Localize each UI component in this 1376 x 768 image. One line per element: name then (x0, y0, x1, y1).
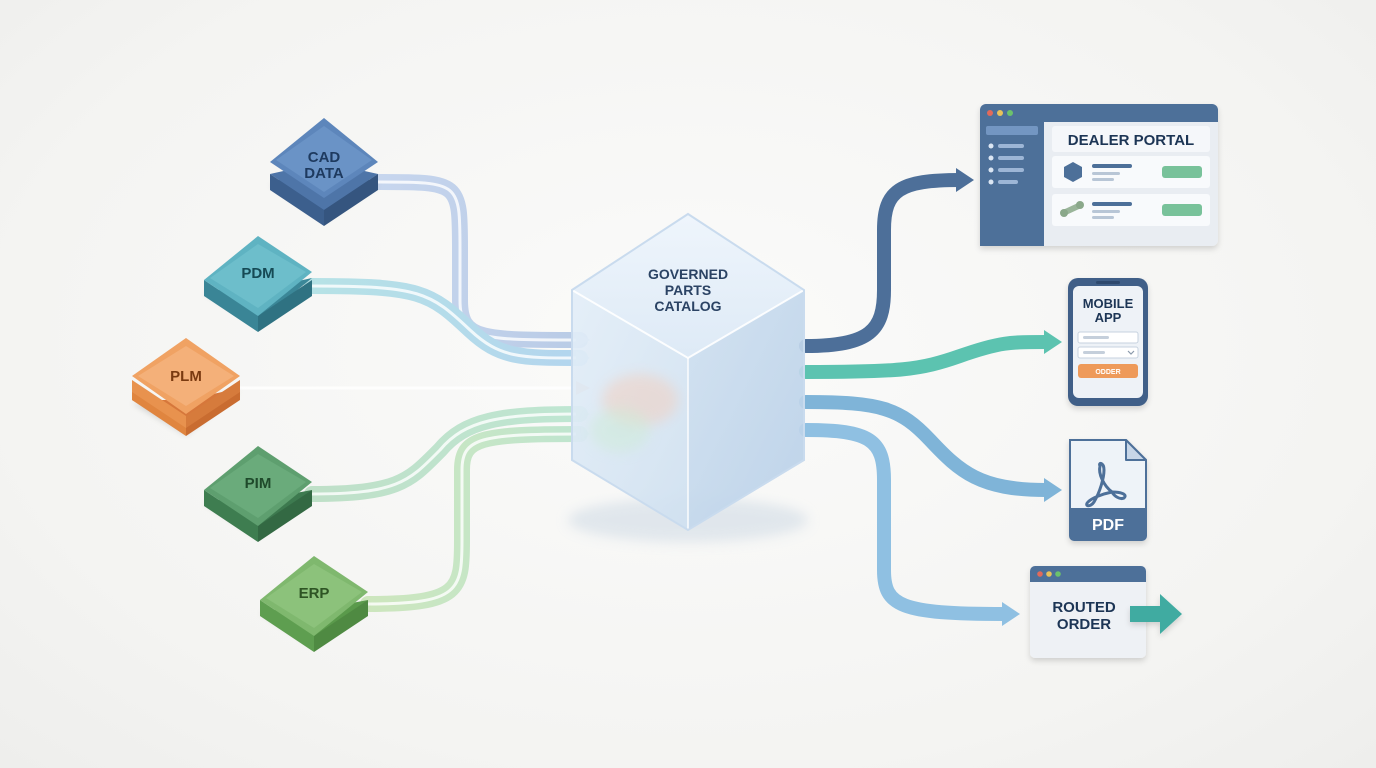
hub-label-line1: GOVERNED (648, 266, 728, 282)
arrowhead-icon (1044, 478, 1062, 502)
source-label-erp: ERP (299, 585, 330, 602)
dealer-portal-window: DEALER PORTAL (980, 104, 1218, 246)
arrowhead-icon (1044, 330, 1062, 354)
part-cube-icon (1064, 162, 1082, 182)
source-label-cad-line1: CAD (308, 149, 341, 166)
input-flows (232, 174, 590, 612)
part-bolt-icon (1060, 201, 1084, 217)
routed-order-label-line2: ORDER (1057, 616, 1111, 633)
flow-to-routed-order (799, 423, 1020, 626)
flow-pdm (304, 278, 590, 366)
window-minimize-icon (1046, 571, 1052, 577)
source-label-cad-line2: DATA (304, 165, 344, 182)
pdf-acrobat-icon (1085, 461, 1127, 508)
window-close-icon (987, 110, 993, 116)
flow-plm (232, 380, 590, 396)
mobile-app-phone: MOBILE APP ODDER (1068, 278, 1148, 406)
mobile-select-field[interactable] (1077, 346, 1139, 359)
phone-speaker (1096, 281, 1120, 284)
flow-to-pdf (799, 395, 1062, 502)
pdf-label: PDF (1092, 517, 1124, 534)
window-minimize-icon (997, 110, 1003, 116)
routed-order-label-line1: ROUTED (1052, 599, 1116, 616)
routed-order-window: ROUTED ORDER (1030, 566, 1146, 658)
source-node-cad: CAD DATA (270, 118, 378, 226)
flow-erp (360, 426, 590, 612)
routed-order-arrow-icon (1130, 594, 1182, 634)
arrowhead-icon (956, 168, 974, 192)
portal-action-button[interactable] (1162, 166, 1202, 178)
window-maximize-icon (1055, 571, 1061, 577)
portal-part-row[interactable] (1052, 194, 1210, 226)
arrowhead-icon (1002, 602, 1020, 626)
chevron-down-icon (1127, 350, 1135, 355)
pdf-document: PDF (1069, 439, 1147, 541)
mobile-app-title-line2: APP (1095, 310, 1122, 325)
window-close-icon (1037, 571, 1043, 577)
mobile-app-title-line1: MOBILE (1083, 296, 1134, 311)
portal-part-row[interactable] (1052, 156, 1210, 188)
output-flows (799, 168, 1062, 626)
flow-pim (304, 406, 590, 502)
flow-cad (370, 174, 590, 348)
dealer-portal-title: DEALER PORTAL (1068, 132, 1194, 149)
mobile-order-button[interactable] (1078, 364, 1138, 378)
source-node-erp: ERP (260, 556, 368, 652)
source-node-pim: PIM (204, 446, 312, 542)
source-label-pim: PIM (245, 475, 272, 492)
flow-to-mobile-app (799, 330, 1062, 379)
hub-label-line2: PARTS (665, 282, 711, 298)
hub-catalog-cube: GOVERNED PARTS CATALOG (568, 212, 808, 542)
source-node-pdm: PDM (204, 236, 312, 332)
portal-action-button[interactable] (1162, 204, 1202, 216)
source-node-plm: PLM (132, 338, 240, 436)
hub-label-line3: CATALOG (654, 298, 721, 314)
source-label-pdm: PDM (241, 265, 274, 282)
window-maximize-icon (1007, 110, 1013, 116)
mobile-order-button-label: ODDER (1095, 369, 1120, 376)
flow-to-dealer-portal (799, 168, 974, 353)
source-label-plm: PLM (170, 368, 202, 385)
